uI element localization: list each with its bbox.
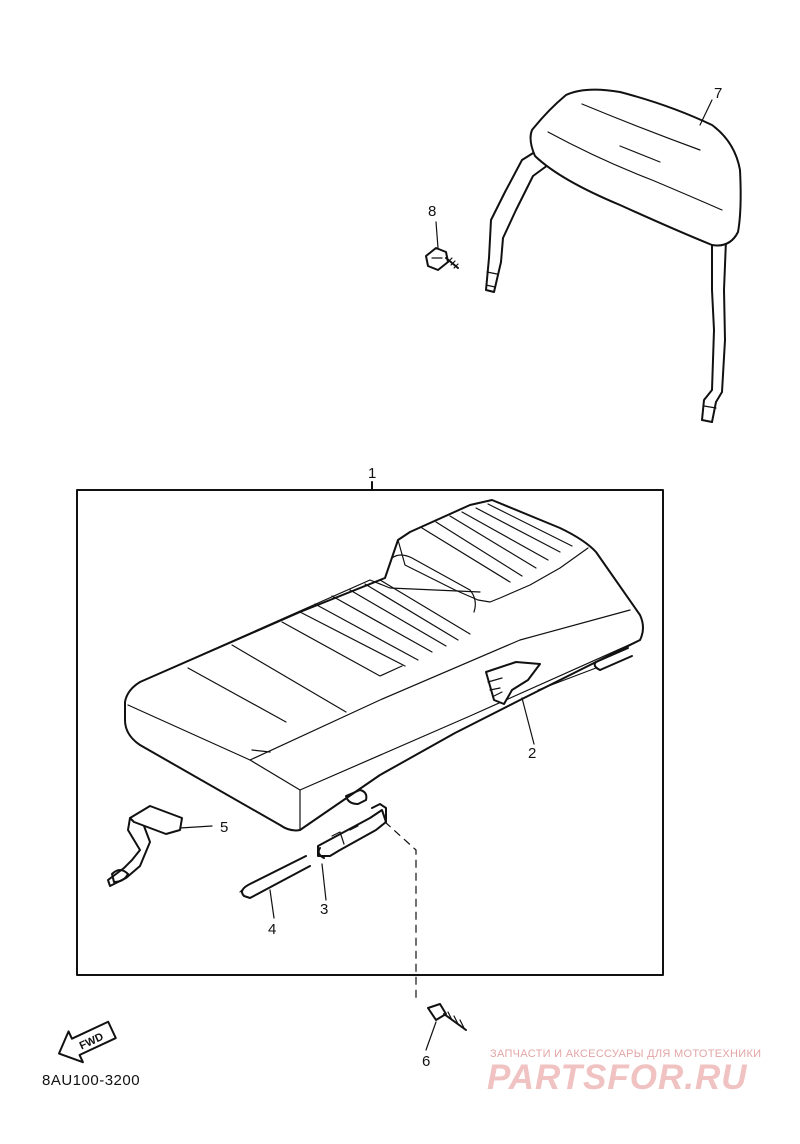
bracket-part-5: [107, 805, 183, 887]
backrest-part: [485, 88, 742, 423]
callout-2: 2: [528, 745, 536, 762]
watermark-tagline: ЗАПЧАСТИ И АКСЕССУАРЫ ДЛЯ МОТОТЕХНИКИ: [490, 1048, 762, 1060]
watermark-brand: PARTSFOR.RU: [487, 1058, 748, 1097]
screw-part-6: [384, 821, 467, 1031]
bolt-part-8: [425, 247, 459, 271]
callout-3: 3: [320, 901, 328, 918]
diagram-code: 8AU100-3200: [42, 1072, 141, 1089]
leader-lines: [179, 99, 713, 1051]
forward-arrow: FWD: [57, 1020, 117, 1064]
callout-6: 6: [422, 1053, 430, 1070]
callout-8: 8: [428, 203, 436, 220]
seat-assembly-box: [76, 481, 664, 976]
callout-5: 5: [220, 819, 228, 836]
rod-part-4: [239, 855, 311, 899]
catch-plate-part-3: [317, 803, 387, 859]
callout-4: 4: [268, 921, 276, 938]
callout-7: 7: [714, 85, 722, 102]
callout-1: 1: [368, 465, 376, 482]
seat-part-1: [124, 499, 644, 832]
